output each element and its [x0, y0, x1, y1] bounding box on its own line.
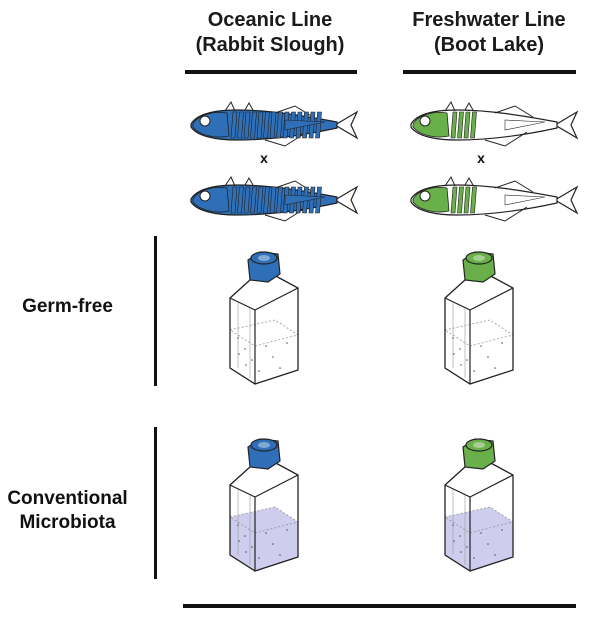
column-header-freshwater: Freshwater Line (Boot Lake)	[398, 8, 580, 58]
flask-icon	[444, 438, 514, 572]
row-label-conventional: Conventional Microbiota	[0, 487, 135, 535]
bottom-rule	[183, 604, 576, 608]
germ-free-label: Germ-free	[22, 296, 113, 317]
conventional-label: Conventional	[7, 488, 128, 509]
flask-icon	[444, 251, 514, 385]
freshwater-fish-icon	[410, 100, 579, 147]
oceanic-header-rule	[185, 70, 357, 74]
column-header-oceanic: Oceanic Line (Rabbit Slough)	[180, 8, 360, 58]
flask-icon	[229, 438, 299, 572]
freshwater-title: Freshwater Line	[412, 9, 566, 31]
freshwater-cross-symbol: x	[477, 150, 485, 166]
oceanic-fish-icon	[190, 175, 359, 222]
oceanic-fish-icon	[190, 100, 359, 147]
germ-free-divider	[154, 236, 157, 386]
conventional-divider	[154, 427, 157, 579]
oceanic-title: Oceanic Line	[207, 9, 333, 31]
oceanic-cross-symbol: x	[260, 150, 268, 166]
freshwater-fish-icon	[410, 175, 579, 222]
conventional-label-line2: Microbiota	[19, 512, 116, 533]
row-label-germ-free: Germ-free	[0, 295, 135, 319]
freshwater-subtitle: (Boot Lake)	[434, 34, 544, 56]
oceanic-subtitle: (Rabbit Slough)	[195, 34, 345, 56]
flask-icon	[229, 251, 299, 385]
freshwater-header-rule	[403, 70, 576, 74]
